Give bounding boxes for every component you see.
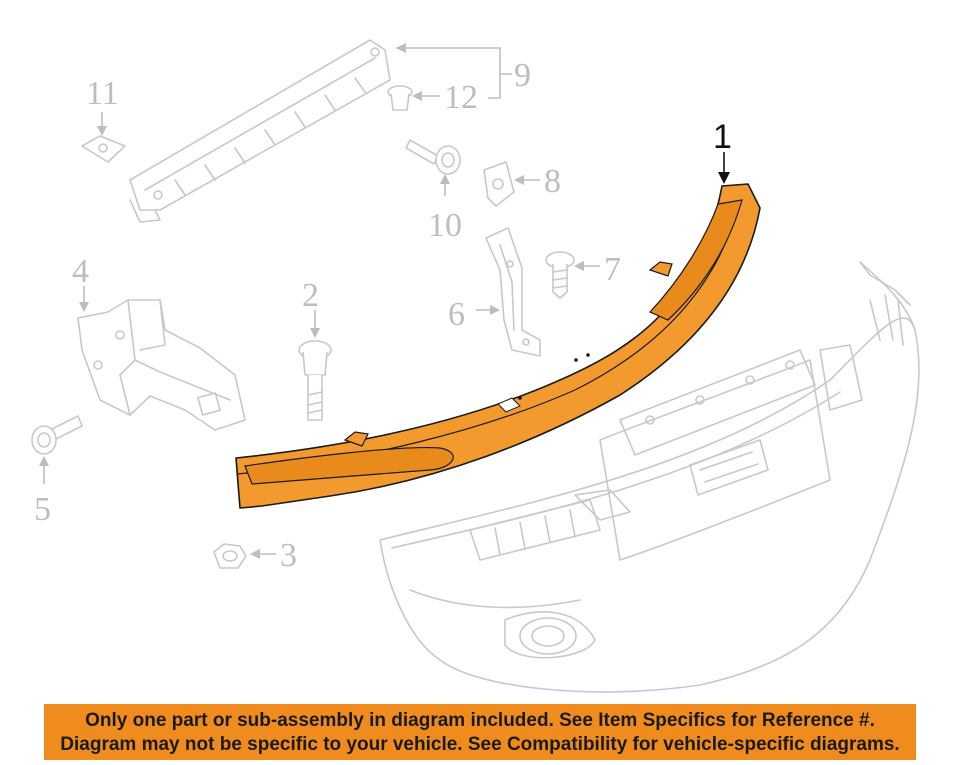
callout-1: 1 <box>713 118 732 156</box>
callout-7: 7 <box>604 251 621 288</box>
callout-5: 5 <box>34 491 51 528</box>
callout-3: 3 <box>280 537 297 574</box>
bolt-part-10 <box>405 139 461 175</box>
crash-box-part-4 <box>77 299 246 431</box>
push-pin-part-12 <box>387 85 413 111</box>
disclaimer-line-1: Only one part or sub-assembly in diagram… <box>85 710 875 731</box>
flange-bolt-part-5 <box>31 415 83 455</box>
disclaimer-line-2: Diagram may not be specific to your vehi… <box>60 734 900 755</box>
callout-11: 11 <box>86 75 119 112</box>
nut-part-3 <box>213 543 247 569</box>
callout-2: 2 <box>302 277 319 314</box>
disclaimer-banner: Only one part or sub-assembly in diagram… <box>44 704 916 760</box>
clip-nut-part-11 <box>81 135 126 163</box>
upper-bracket-part-9 <box>129 39 391 223</box>
leader-lines <box>39 43 730 559</box>
retainer-clip-part-8 <box>483 161 515 207</box>
callout-8: 8 <box>544 163 561 200</box>
callout-10: 10 <box>428 207 462 244</box>
screw-part-7 <box>545 251 575 299</box>
callout-9: 9 <box>514 57 531 94</box>
callout-4: 4 <box>72 253 89 290</box>
bumper-cover <box>379 261 920 693</box>
callout-12: 12 <box>444 79 478 116</box>
stud-bolt-part-2 <box>298 340 332 421</box>
support-bracket-part-6 <box>485 227 541 357</box>
reinforcement-beam-part-1 <box>235 183 761 509</box>
callout-6: 6 <box>448 296 465 333</box>
